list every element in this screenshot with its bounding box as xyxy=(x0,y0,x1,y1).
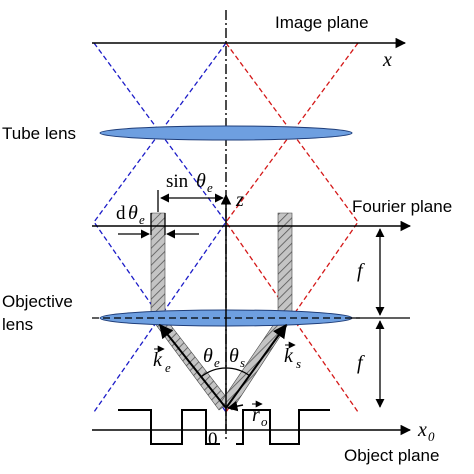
dtheta-theta: θ xyxy=(128,202,138,224)
r-o-sub: o xyxy=(261,414,268,429)
theta-s-sub: s xyxy=(240,355,245,370)
object-plane-label: Object plane xyxy=(344,446,439,465)
k-s-vector xyxy=(225,323,287,409)
z-axis-label: z xyxy=(235,189,244,211)
theta-s-theta: θ xyxy=(229,345,239,367)
beam-right-upper xyxy=(277,212,293,319)
tube-lens-shape xyxy=(99,125,353,141)
theta-e-symbol: θ xyxy=(203,345,213,367)
sin-theta-sub: e xyxy=(207,180,213,195)
r-o-symbol: r xyxy=(252,404,260,426)
origin-label: 0 xyxy=(208,429,218,450)
grating-profile xyxy=(118,409,330,445)
k-s-sub: s xyxy=(296,356,301,371)
f-upper-label: f xyxy=(357,260,365,282)
fourier-plane-label: Fourier plane xyxy=(352,197,452,216)
sin-theta-symbol: θ xyxy=(196,170,206,192)
x-axis-label: x xyxy=(382,49,392,71)
sin-label: sin xyxy=(166,171,189,192)
r-o-vector xyxy=(226,400,244,412)
image-plane-label: Image plane xyxy=(275,13,369,32)
theta-e-arc xyxy=(200,367,227,378)
f-lower-label: f xyxy=(357,352,365,374)
theta-e-sub: e xyxy=(214,355,220,370)
theta-s-arc xyxy=(225,367,251,377)
objective-label-line2: lens xyxy=(2,315,33,334)
k-s-symbol: k xyxy=(284,345,294,367)
x0-axis-sub: 0 xyxy=(428,429,435,444)
dtheta-d: d xyxy=(116,203,126,224)
dtheta-sub: e xyxy=(139,212,145,227)
k-e-sub: e xyxy=(165,360,171,375)
k-e-vector xyxy=(159,323,227,409)
tube-lens-label: Tube lens xyxy=(2,124,76,143)
beam-left-upper xyxy=(150,212,166,319)
x0-axis-label: x xyxy=(417,419,427,441)
k-e-symbol: k xyxy=(153,349,163,371)
objective-label-line1: Objective xyxy=(2,292,73,311)
